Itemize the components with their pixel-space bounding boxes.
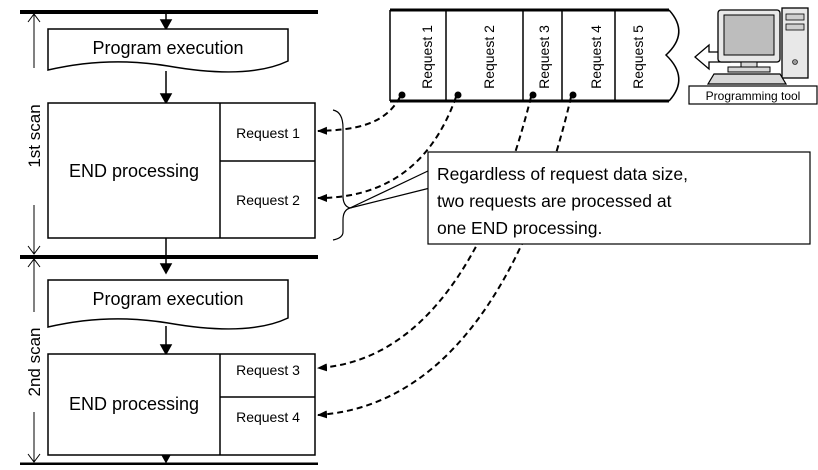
note-line-1: Regardless of request data size, (437, 164, 688, 184)
first-scan-label: 1st scan (25, 104, 44, 167)
second-program-execution-box (47, 279, 289, 330)
programming-tool-label: Programming tool (706, 89, 801, 103)
arrow-request-2 (317, 96, 457, 202)
computer-icon (706, 7, 809, 85)
first-program-execution-box (47, 28, 289, 73)
second-scan-dimension (27, 258, 41, 463)
first-end-request-2: Request 2 (236, 192, 300, 208)
second-scan-label: 2nd scan (25, 328, 44, 397)
arrow-request-4 (317, 96, 572, 419)
arrow-request-1 (317, 96, 401, 135)
queue-request-4: Request 4 (588, 25, 604, 89)
first-program-execution-label: Program execution (92, 38, 243, 58)
arrow-request-3 (317, 96, 532, 372)
note-line-2: two requests are processed at (437, 191, 672, 211)
note-box (427, 151, 811, 245)
queue-request-3: Request 3 (536, 25, 552, 89)
first-end-processing-box (47, 102, 316, 239)
first-end-request-1: Request 1 (236, 125, 300, 141)
queue-request-5: Request 5 (630, 25, 646, 89)
queue-request-2: Request 2 (481, 25, 497, 89)
second-end-processing-label: END processing (69, 394, 199, 414)
first-scan-dimension (27, 13, 41, 255)
first-end-processing-label: END processing (69, 161, 199, 181)
second-end-request-4: Request 4 (236, 409, 300, 425)
note-line-3: one END processing. (437, 218, 602, 238)
flow-arrows (159, 12, 173, 464)
second-end-processing-box (47, 353, 316, 456)
second-program-execution-label: Program execution (92, 289, 243, 309)
request-flow-arrows (317, 91, 577, 419)
second-end-request-3: Request 3 (236, 362, 300, 378)
queue-request-1: Request 1 (419, 25, 435, 89)
request-queue (389, 8, 680, 103)
